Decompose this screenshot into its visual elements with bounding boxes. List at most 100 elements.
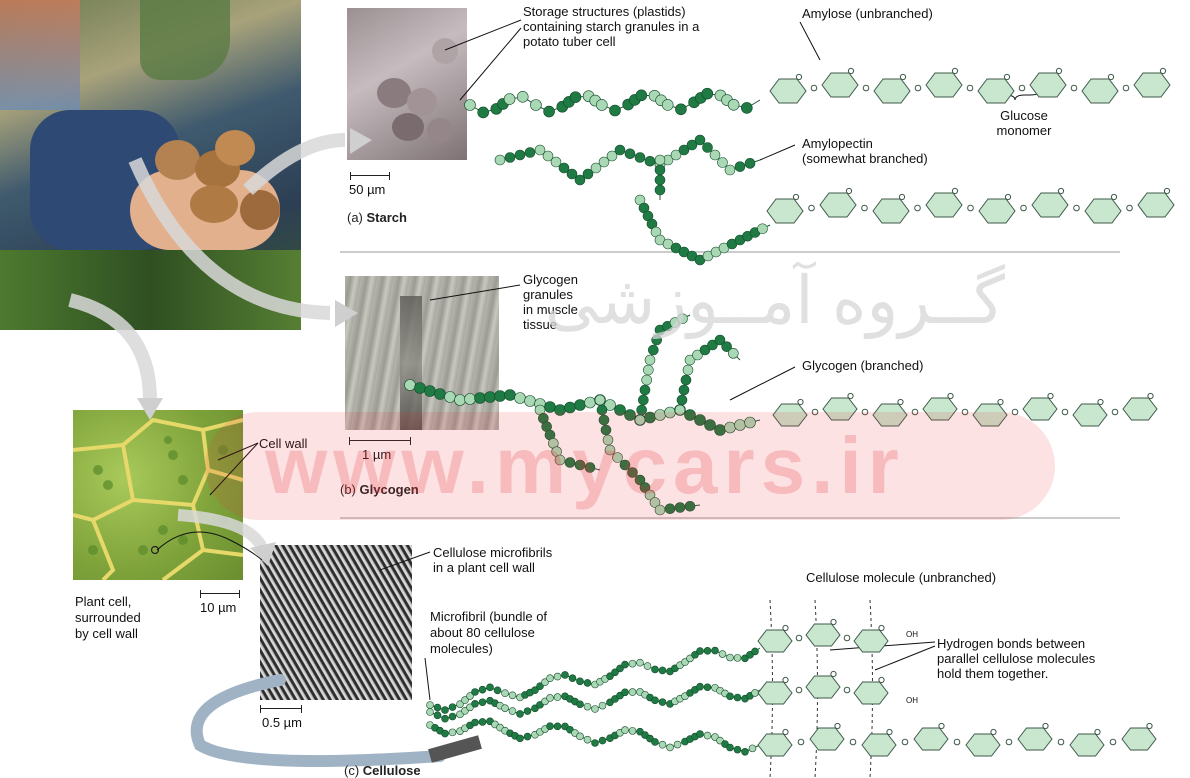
cellulose-strand-2-bead <box>479 699 486 706</box>
ring-oxygen <box>1108 74 1113 79</box>
cellulose-strand-2-bead <box>622 689 629 696</box>
cellulose-strand-2-bead <box>509 708 516 715</box>
ring-oxygen <box>783 729 788 734</box>
cellulose-strand-1-bead <box>622 661 629 668</box>
microfibril-bundle-line-2: about 80 cellulose <box>430 625 547 641</box>
arrow-to-starch <box>248 140 345 190</box>
amylose-helix-bead <box>544 106 555 117</box>
ring-oxygen <box>831 619 836 624</box>
amylopectin-branch-3-bead <box>655 155 665 165</box>
ring-oxygen <box>879 677 884 682</box>
ring-oxygen <box>1098 399 1103 404</box>
granules-label-line-4: tissue <box>523 317 578 332</box>
ring-oxygen <box>900 74 905 79</box>
amylopectin-branch-1-bead <box>735 162 745 172</box>
ring-oxygen <box>887 729 892 734</box>
amylose-ring <box>1134 73 1170 97</box>
ring-oxygen <box>991 729 996 734</box>
cellulose-strand-1-bead <box>659 667 666 674</box>
cellulose-bottom-ring <box>1122 728 1156 750</box>
amylose-ring <box>926 73 962 97</box>
glycogen-main-bead <box>505 390 516 401</box>
cellulose-strand-1-bead <box>577 678 584 685</box>
amylopectin-branch-1-bead <box>515 150 525 160</box>
cellulose-strand-3-bead <box>517 735 524 742</box>
cellulose-strand-1-bead <box>644 663 651 670</box>
cellulose-mid-linkage <box>796 687 802 693</box>
ring-oxygen <box>1004 74 1009 79</box>
cellulose-mid-ring <box>806 676 840 698</box>
amylose-label: Amylose (unbranched) <box>802 6 933 21</box>
cellulose-strand-2-bead <box>547 694 554 701</box>
cellulose-strand-3-bead <box>704 732 711 739</box>
cellulose-bottom-ring <box>1070 734 1104 756</box>
granules-label-line-1: Glycogen <box>523 272 578 287</box>
glycogen-branch-3-bead <box>643 365 653 375</box>
amylopectin-branch-1-bead <box>525 148 535 158</box>
amylose-linkage <box>1019 85 1025 91</box>
ring-oxygen <box>796 74 801 79</box>
amylopectin-branch-1-bead <box>625 149 635 159</box>
cellulose-strand-2-bead <box>442 715 449 722</box>
starch-scale-bar <box>350 172 390 180</box>
amylopectin-linkage <box>862 205 868 211</box>
cellulose-strand-3-bead <box>749 745 756 752</box>
glycogen-main-bead <box>455 395 466 406</box>
amylopectin-ring <box>873 199 909 223</box>
glycogen-branch-2-bead <box>681 375 691 385</box>
cellulose-molecule-label: Cellulose molecule (unbranched) <box>806 570 996 585</box>
glycogen-main-bead <box>525 396 536 407</box>
cellulose-strand-3-bead <box>524 733 531 740</box>
amylopectin-linkage <box>1074 205 1080 211</box>
cellulose-strand-1-bead <box>442 707 449 714</box>
amylose-helix-bead <box>530 100 541 111</box>
amylopectin-linkage <box>809 205 815 211</box>
amylose-helix-bead <box>570 92 581 103</box>
amylopectin-linkage <box>1127 205 1133 211</box>
cellulose-strand-2-bead <box>652 697 659 704</box>
ring-oxygen <box>1048 393 1053 398</box>
cellulose-top-ring <box>806 624 840 646</box>
cellulose-strand-3-bead <box>652 738 659 745</box>
arrow-to-glycogen <box>135 160 330 313</box>
cellulose-strand-3-bead <box>479 718 486 725</box>
ring-oxygen <box>898 399 903 404</box>
amylose-helix-bead <box>662 99 673 110</box>
cellulose-bottom-linkage <box>798 739 804 745</box>
amylopectin-branch-3-bead <box>655 165 665 175</box>
cellulose-strand-3-bead <box>554 723 561 730</box>
amylose-ring <box>1030 73 1066 97</box>
plant-cell-label: Plant cell, surrounded by cell wall <box>75 594 141 642</box>
arrow-to-microfibril <box>178 515 262 548</box>
cellulose-strand-2-bead <box>577 701 584 708</box>
amylose-helix-bead <box>741 102 752 113</box>
glycogen-ring <box>1073 404 1107 426</box>
cellulose-strand-1-bead <box>487 684 494 691</box>
ring-oxygen <box>952 188 957 193</box>
hbond-label-line-2: parallel cellulose molecules <box>937 651 1095 666</box>
amylopectin-branch-1-bead <box>495 155 505 165</box>
amylose-helix-bead <box>675 104 686 115</box>
ring-oxygen <box>1056 68 1061 73</box>
cellulose-mid-ring <box>854 682 888 704</box>
cellulose-strand-2-bead <box>727 693 734 700</box>
cellulose-strand-3-bead <box>667 744 674 751</box>
cellulose-strand-1-bead <box>434 704 441 711</box>
cellulose-bottom-linkage <box>902 739 908 745</box>
glycogen-main-bead <box>575 400 586 411</box>
amylopectin-linkage <box>915 205 921 211</box>
ring-oxygen <box>1164 188 1169 193</box>
cellulose-bottom-ring <box>862 734 896 756</box>
glycogen-ring <box>1023 398 1057 420</box>
amylopectin-ring <box>1138 193 1174 217</box>
glycogen-branch-3-bead <box>640 385 650 395</box>
amylose-helix-bead <box>728 99 739 110</box>
cellulose-strand-1-bead <box>554 673 561 680</box>
microfibril-scale-label: 0.5 µm <box>262 715 302 730</box>
cellulose-strand-1-bead <box>697 648 704 655</box>
cellulose-strand-3-bead <box>547 723 554 730</box>
cellulose-section-letter: (c) <box>344 763 359 778</box>
glycogen-branch-2-bead <box>677 395 687 405</box>
amylopectin-label-line-1: Amylopectin <box>802 136 928 151</box>
glycogen-main-bead <box>435 389 446 400</box>
